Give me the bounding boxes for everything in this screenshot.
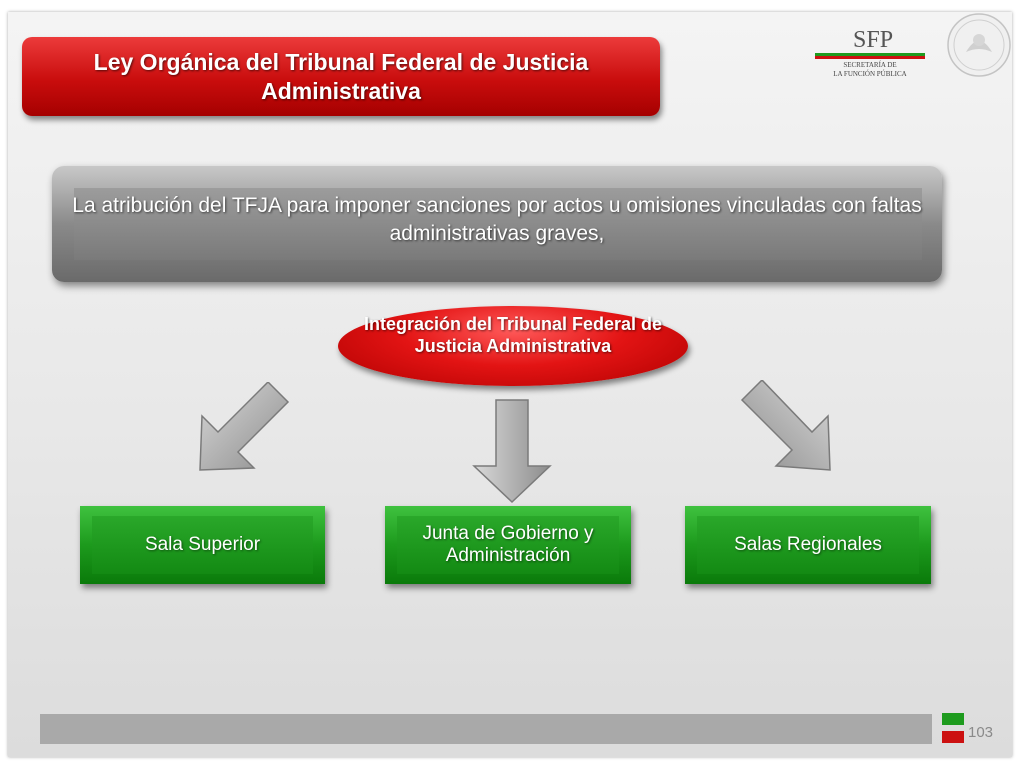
branch-label: Salas Regionales — [734, 534, 882, 555]
branch-label: Junta de Gobierno y Administración — [422, 523, 594, 566]
branch-sala-superior: Sala Superior — [80, 506, 325, 584]
logo-subtitle-2: LA FUNCIÓN PÚBLICA — [833, 70, 907, 78]
logo-subtitle-1: SECRETARÍA DE — [843, 61, 896, 69]
title-banner — [22, 37, 660, 116]
page-title: Ley Orgánica del Tribunal Federal de Jus… — [93, 48, 589, 104]
arrow-down-right-icon — [740, 380, 831, 471]
branch-salas-regionales: Salas Regionales — [685, 506, 931, 584]
page-number: 103 — [968, 724, 994, 741]
arrow-down-icon — [472, 399, 552, 504]
statement-panel-inner — [74, 188, 922, 260]
footer-bar — [40, 714, 932, 744]
statement-text: La atribución del TFJA para imponer sanc… — [72, 194, 922, 245]
branch-inner — [697, 516, 919, 574]
flag-red-block — [942, 731, 964, 743]
flag-green-block — [942, 713, 964, 725]
branch-junta-de-gobierno: Junta de Gobierno y Administración — [385, 506, 631, 584]
arrow-down-left-icon — [199, 382, 290, 471]
branch-label: Sala Superior — [144, 534, 261, 555]
branch-inner — [397, 516, 619, 574]
logo-text: SFP — [853, 27, 893, 53]
center-node — [338, 306, 688, 386]
sfp-logo: SFP SECRETARÍA DE LA FUNCIÓN PÚBLICA — [815, 27, 925, 78]
center-node-label: Integración del Tribunal Federal de Just… — [363, 314, 663, 356]
branch-inner — [92, 516, 313, 574]
national-seal-icon — [947, 13, 1011, 77]
